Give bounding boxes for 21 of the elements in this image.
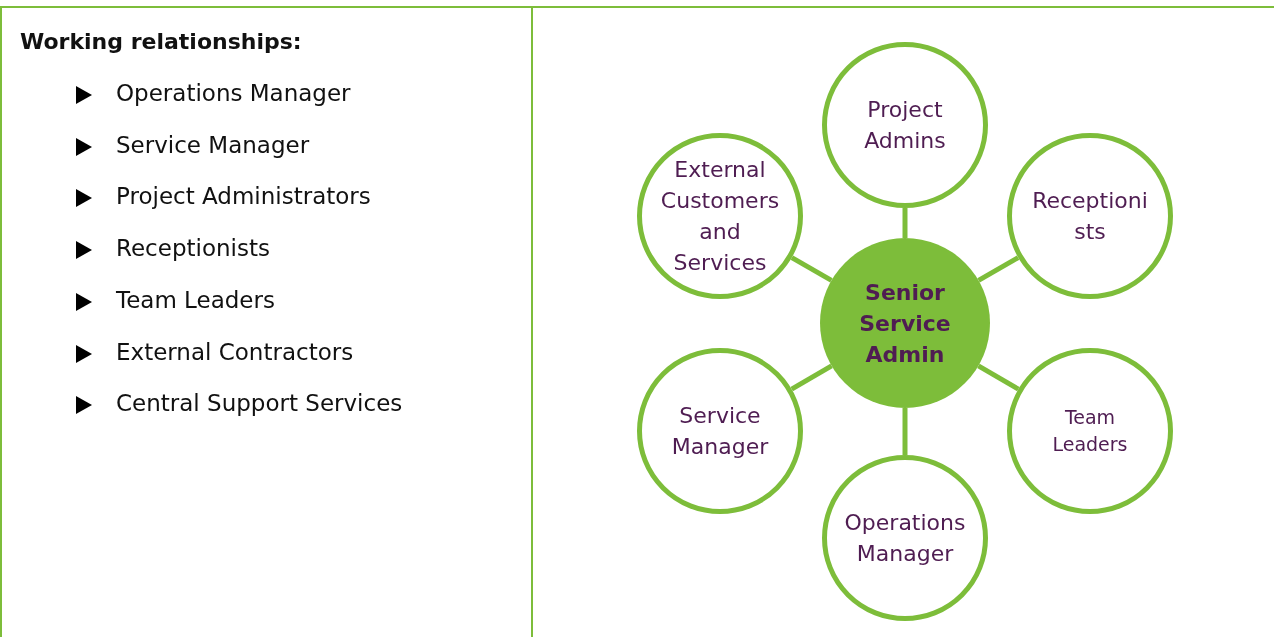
connector-line <box>902 408 908 455</box>
list-item: Team Leaders <box>116 286 275 313</box>
list-item: Operations Manager <box>116 80 351 106</box>
node-label: Project Admins <box>863 96 947 155</box>
section-heading: Working relationships: <box>20 29 302 54</box>
node-label: Receptionists <box>1031 187 1149 246</box>
list-item: Central Support Services <box>116 390 403 417</box>
node-label: External Customers and Services <box>659 156 781 277</box>
node-label: Service Manager <box>670 402 770 461</box>
list-item: External Contractors <box>116 338 354 365</box>
node-label: Senior Service Admin <box>858 278 952 369</box>
list-item: Receptionists <box>116 235 270 262</box>
connector-line <box>977 363 1020 392</box>
connector-line <box>977 255 1020 283</box>
list-item: Service Manager <box>116 131 310 158</box>
node-label: Operations Manager <box>843 509 967 568</box>
node-label: Team Leaders <box>1051 405 1129 457</box>
connector-line <box>902 208 908 238</box>
connector-line <box>790 363 833 392</box>
list-item: Project Administrators <box>116 183 371 210</box>
connector-line <box>790 255 833 283</box>
